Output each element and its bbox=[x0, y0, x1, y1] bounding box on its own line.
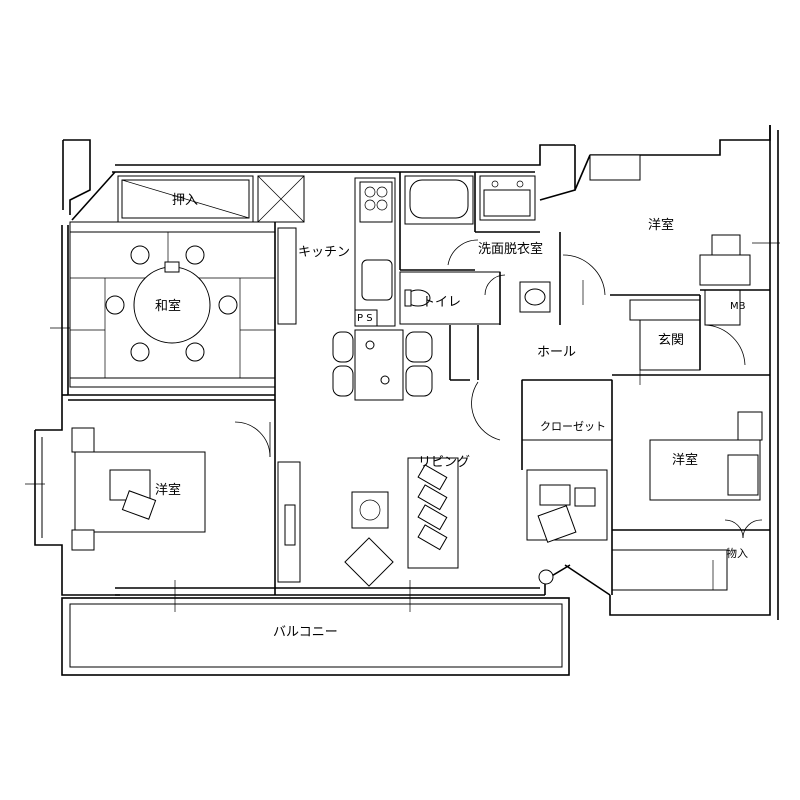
label-washitsu: 和室 bbox=[155, 298, 181, 314]
interior-walls bbox=[68, 154, 770, 595]
label-mb: MB bbox=[730, 301, 746, 312]
label-kitchen: キッチン bbox=[298, 245, 350, 260]
label-senmen: 洗面脱衣室 bbox=[478, 241, 543, 257]
label-closet: クローゼット bbox=[540, 420, 606, 433]
label-monoire: 物入 bbox=[726, 546, 748, 560]
doors bbox=[234, 239, 763, 539]
outer-walls bbox=[34, 125, 779, 620]
label-youshitsu-west: 洋室 bbox=[155, 482, 181, 498]
living-cushions bbox=[417, 464, 448, 551]
label-toilet: トイレ bbox=[422, 295, 461, 310]
label-hall: ホール bbox=[537, 345, 576, 360]
label-ps: P S bbox=[357, 313, 373, 324]
label-balcony: バルコニー bbox=[273, 625, 338, 640]
balcony bbox=[61, 597, 570, 676]
label-oshiire: 押入 bbox=[172, 193, 198, 208]
dimension-ticks bbox=[25, 242, 780, 612]
label-genkan: 玄関 bbox=[658, 333, 684, 348]
washitsu-tatami bbox=[70, 232, 275, 378]
label-living: リビング bbox=[418, 455, 470, 470]
label-youshitsu-north: 洋室 bbox=[648, 217, 674, 233]
label-youshitsu-east: 洋室 bbox=[672, 452, 698, 468]
room-labels: 押入 和室 キッチン 洗面脱衣室 トイレ 洋室 MB 玄関 ホール クローゼット… bbox=[155, 193, 748, 640]
